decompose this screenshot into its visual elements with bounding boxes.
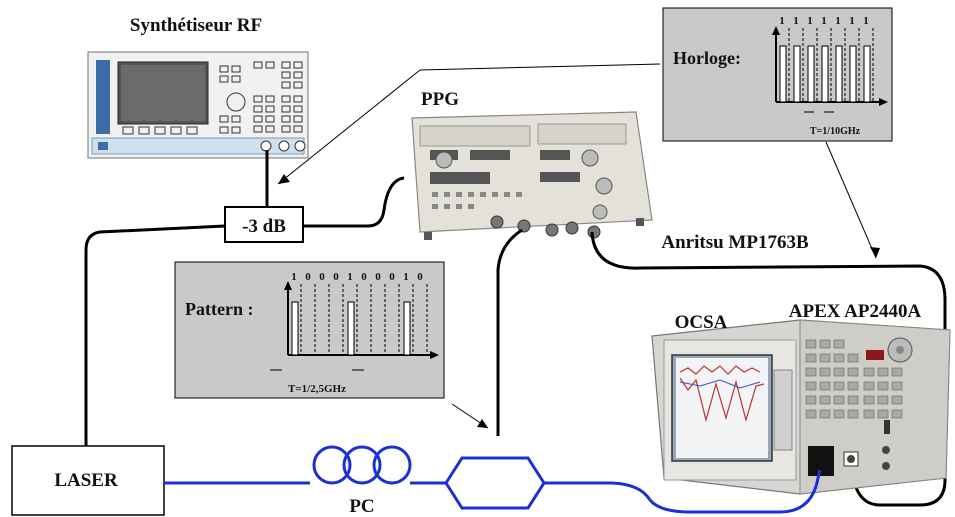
clock-pulse bbox=[863, 45, 871, 103]
laser-source bbox=[11, 445, 165, 516]
pattern-title: Pattern : bbox=[185, 299, 253, 319]
clock-bit-label: 1 bbox=[821, 15, 827, 27]
pattern-bit-label: 0 bbox=[417, 271, 423, 283]
clock-bit-label: 1 bbox=[849, 15, 855, 27]
pc-label: PC bbox=[349, 496, 374, 517]
pattern-pulse bbox=[347, 301, 355, 356]
ocsa-instrument bbox=[651, 319, 951, 495]
optical-fiber bbox=[164, 445, 822, 514]
pattern-bit-label: 0 bbox=[305, 271, 311, 283]
clock-pulse bbox=[821, 45, 829, 103]
clock-pulse bbox=[849, 45, 857, 103]
pattern-bit-label: 0 bbox=[319, 271, 325, 283]
clock-bit-label: 1 bbox=[863, 15, 869, 27]
clock-bit-label: 1 bbox=[793, 15, 799, 27]
anritsu-label: Anritsu MP1763B bbox=[661, 232, 809, 253]
apex-label: APEX AP2440A bbox=[789, 301, 922, 322]
ocsa-label: OCSA bbox=[675, 312, 728, 333]
clock-period: T=1/10GHz bbox=[810, 126, 861, 137]
rf-synthesizer bbox=[87, 51, 309, 159]
ppg-label: PPG bbox=[421, 89, 459, 110]
laser-label: LASER bbox=[54, 470, 118, 491]
clock-bit-label: 1 bbox=[807, 15, 813, 27]
pattern-bit-label: 0 bbox=[361, 271, 367, 283]
clock-title: Horloge: bbox=[673, 48, 741, 68]
pattern-pulse bbox=[403, 301, 411, 356]
attenuator-label: -3 dB bbox=[242, 216, 286, 237]
pattern-bit-label: 0 bbox=[389, 271, 395, 283]
pattern-pulse bbox=[291, 301, 299, 356]
pattern-bit-label: 1 bbox=[291, 271, 297, 283]
pattern-bit-label: 0 bbox=[333, 271, 339, 283]
pattern-bit-label: 0 bbox=[375, 271, 381, 283]
pattern-bit-label: 1 bbox=[347, 271, 353, 283]
pattern-period: T=1/2,5GHz bbox=[288, 383, 346, 395]
clock-bit-label: 1 bbox=[779, 15, 785, 27]
clock-pulse bbox=[807, 45, 815, 103]
pattern-bit-label: 1 bbox=[403, 271, 409, 283]
clock-pulse bbox=[835, 45, 843, 103]
synth-label: Synthétiseur RF bbox=[130, 15, 262, 36]
clock-bit-label: 1 bbox=[835, 15, 841, 27]
clock-pulse bbox=[793, 45, 801, 103]
clock-pulse bbox=[779, 45, 787, 103]
ppg-instrument bbox=[411, 111, 653, 240]
